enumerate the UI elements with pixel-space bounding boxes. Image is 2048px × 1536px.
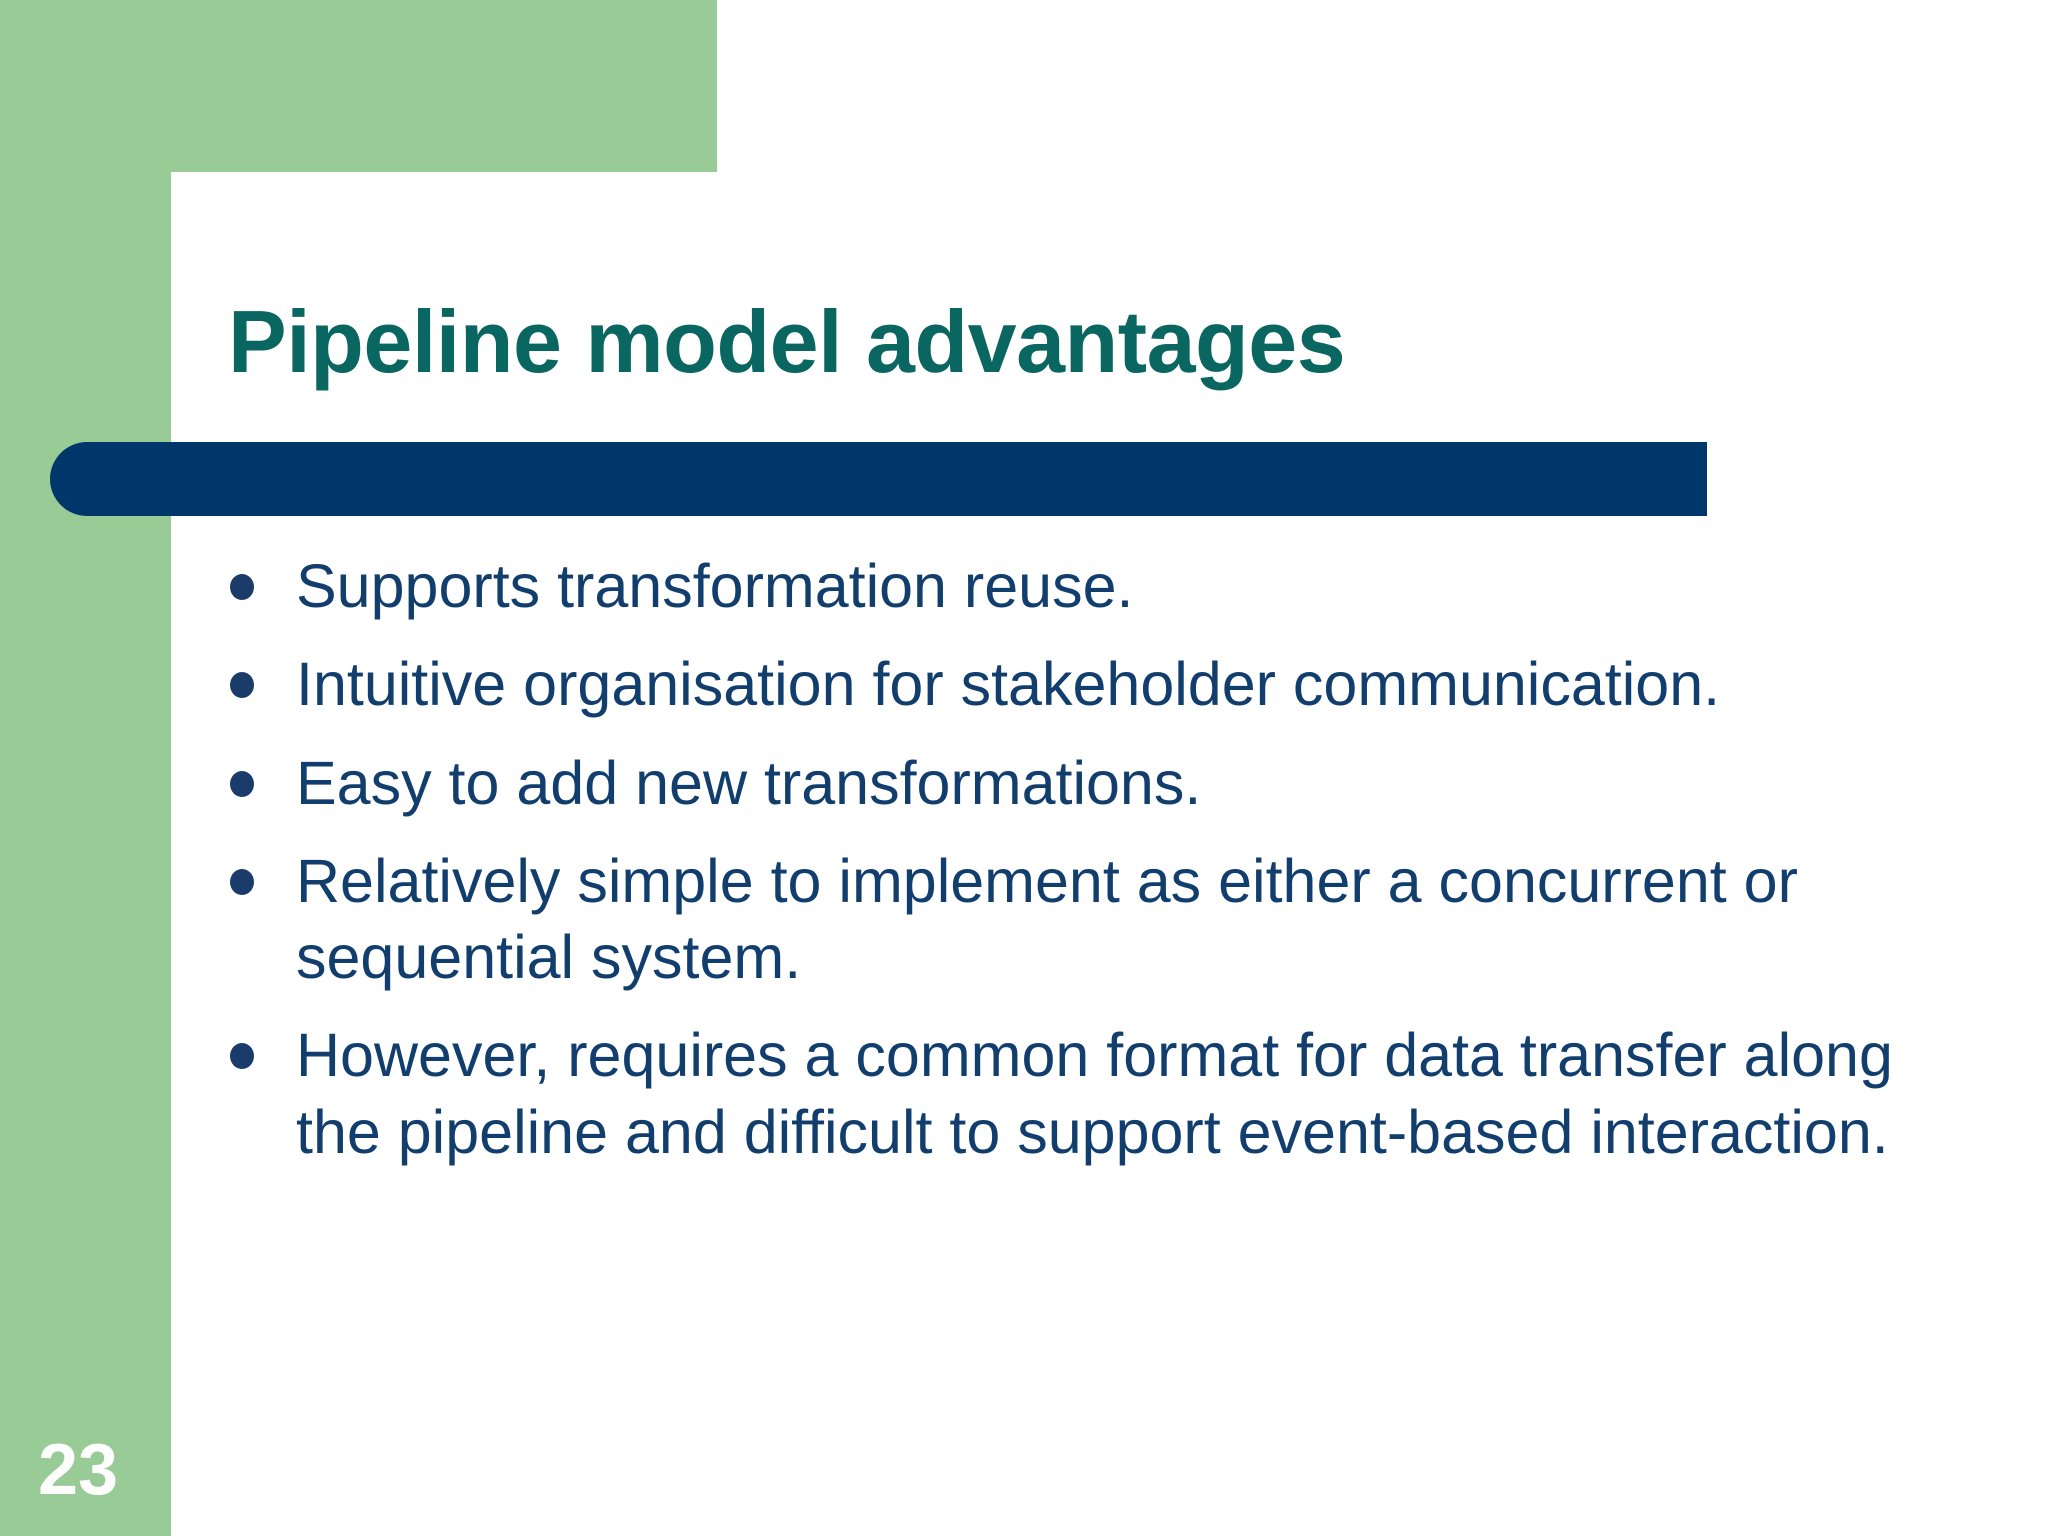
list-item-text: Relatively simple to implement as either… [296,846,1798,991]
list-item-text: Supports transformation reuse. [296,552,1134,620]
slide-title: Pipeline model advantages [228,292,1346,391]
list-item: Intuitive organisation for stakeholder c… [218,646,1978,722]
white-content-panel [171,172,2048,1536]
list-item: However, requires a common format for da… [218,1017,1978,1170]
list-item: Relatively simple to implement as either… [218,843,1978,996]
bullet-dot-icon [230,770,254,797]
list-item-text: Easy to add new transformations. [296,748,1202,817]
bullet-dot-icon [230,1043,254,1070]
bullet-dot-icon [230,574,254,600]
list-item-text: However, requires a common format for da… [296,1021,1893,1166]
list-item-text: Intuitive organisation for stakeholder c… [296,650,1721,719]
bullet-dot-icon [230,672,254,699]
slide-page-number: 23 [38,1430,119,1510]
bullet-dot-icon [230,868,254,895]
list-item: Supports transformation reuse. [218,548,1978,624]
green-side-column [0,0,171,1536]
list-item: Easy to add new transformations. [218,745,1978,821]
bullet-list: Supports transformation reuse. Intuitive… [218,548,1978,1170]
title-underline-bar [50,442,1707,516]
